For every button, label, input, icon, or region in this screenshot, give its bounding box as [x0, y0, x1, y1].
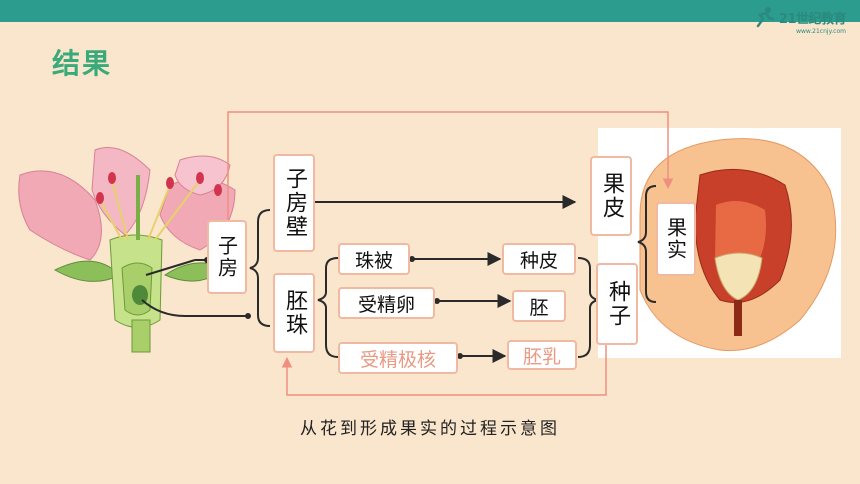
peach-illustration	[598, 128, 841, 358]
runner-icon	[756, 7, 775, 28]
pericarp-box: 果皮	[590, 156, 632, 236]
header-stripe	[0, 22, 860, 26]
brand-logo: 21世纪教育	[754, 4, 847, 30]
seed-box: 种子	[596, 263, 638, 345]
ovary-wall-box: 子房壁	[273, 154, 315, 252]
seed-coat-box: 种皮	[502, 243, 576, 275]
slide-title: 结果	[52, 47, 113, 80]
endosperm-box: 胚乳	[507, 340, 577, 370]
logo-url: www.21cnjy.com	[796, 28, 846, 35]
diagram-caption: 从花到形成果实的过程示意图	[300, 419, 560, 439]
fertilized-polar-nuclei-box: 受精极核	[338, 342, 458, 374]
ovary-box: 子房	[207, 220, 247, 294]
integument-box: 珠被	[338, 243, 410, 275]
ovule-box: 胚珠	[273, 273, 315, 353]
logo-text: 21世纪教育	[778, 11, 847, 27]
embryo-box: 胚	[512, 290, 566, 322]
flower-illustration	[18, 147, 236, 353]
fruit-box: 果实	[656, 202, 696, 276]
fertilized-egg-box: 受精卵	[338, 287, 435, 319]
header-bar	[0, 0, 860, 22]
